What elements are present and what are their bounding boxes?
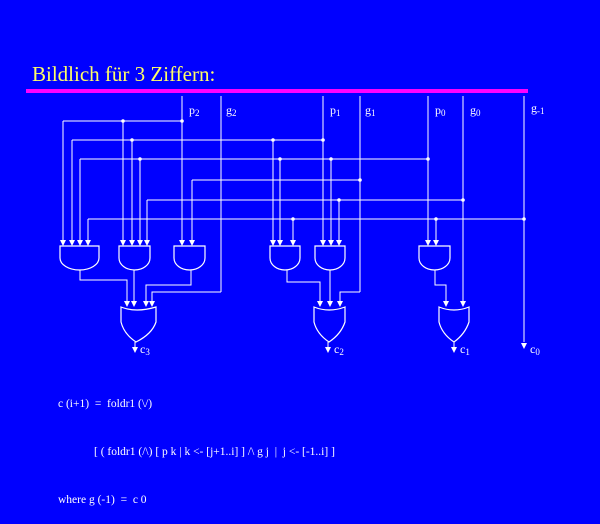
and-gate bbox=[59, 245, 100, 271]
formula-line-3: where g (-1) = c 0 bbox=[58, 494, 147, 506]
carry-formula: c (i+1) = foldr1 (\/) [ ( foldr1 (/\) [ … bbox=[58, 364, 335, 524]
output-label-c2: c2 bbox=[334, 342, 344, 357]
input-label-g1: g1 bbox=[365, 103, 376, 118]
formula-line-2: [ ( foldr1 (/\) [ p k | k <- [j+1..i] ] … bbox=[94, 446, 335, 458]
slide-title: Bildlich für 3 Ziffern: bbox=[32, 62, 216, 86]
input-label-g2: g2 bbox=[226, 103, 237, 118]
carry-lookahead-circuit: p2 g2 p1 g1 p0 g0 g-1 c3 c2 c1 c0 bbox=[59, 96, 545, 357]
output-label-c1: c1 bbox=[460, 342, 470, 357]
and-gate bbox=[269, 245, 301, 271]
or-gate bbox=[438, 306, 470, 343]
input-label-p1: p1 bbox=[330, 103, 341, 118]
formula-line-1: c (i+1) = foldr1 (\/) bbox=[58, 398, 153, 410]
and-gate bbox=[173, 245, 206, 271]
input-label-p0: p0 bbox=[435, 103, 446, 118]
output-label-c0: c0 bbox=[530, 342, 540, 357]
input-label-p2: p2 bbox=[189, 103, 200, 118]
input-label-g-1: g-1 bbox=[531, 101, 545, 116]
or-gate bbox=[120, 306, 157, 343]
output-label-c3: c3 bbox=[140, 342, 150, 357]
and-gate bbox=[418, 245, 451, 271]
input-label-g0: g0 bbox=[470, 103, 481, 118]
title-underline bbox=[26, 89, 528, 93]
or-gate bbox=[313, 306, 346, 343]
and-gate bbox=[314, 245, 346, 271]
and-gate bbox=[118, 245, 151, 271]
